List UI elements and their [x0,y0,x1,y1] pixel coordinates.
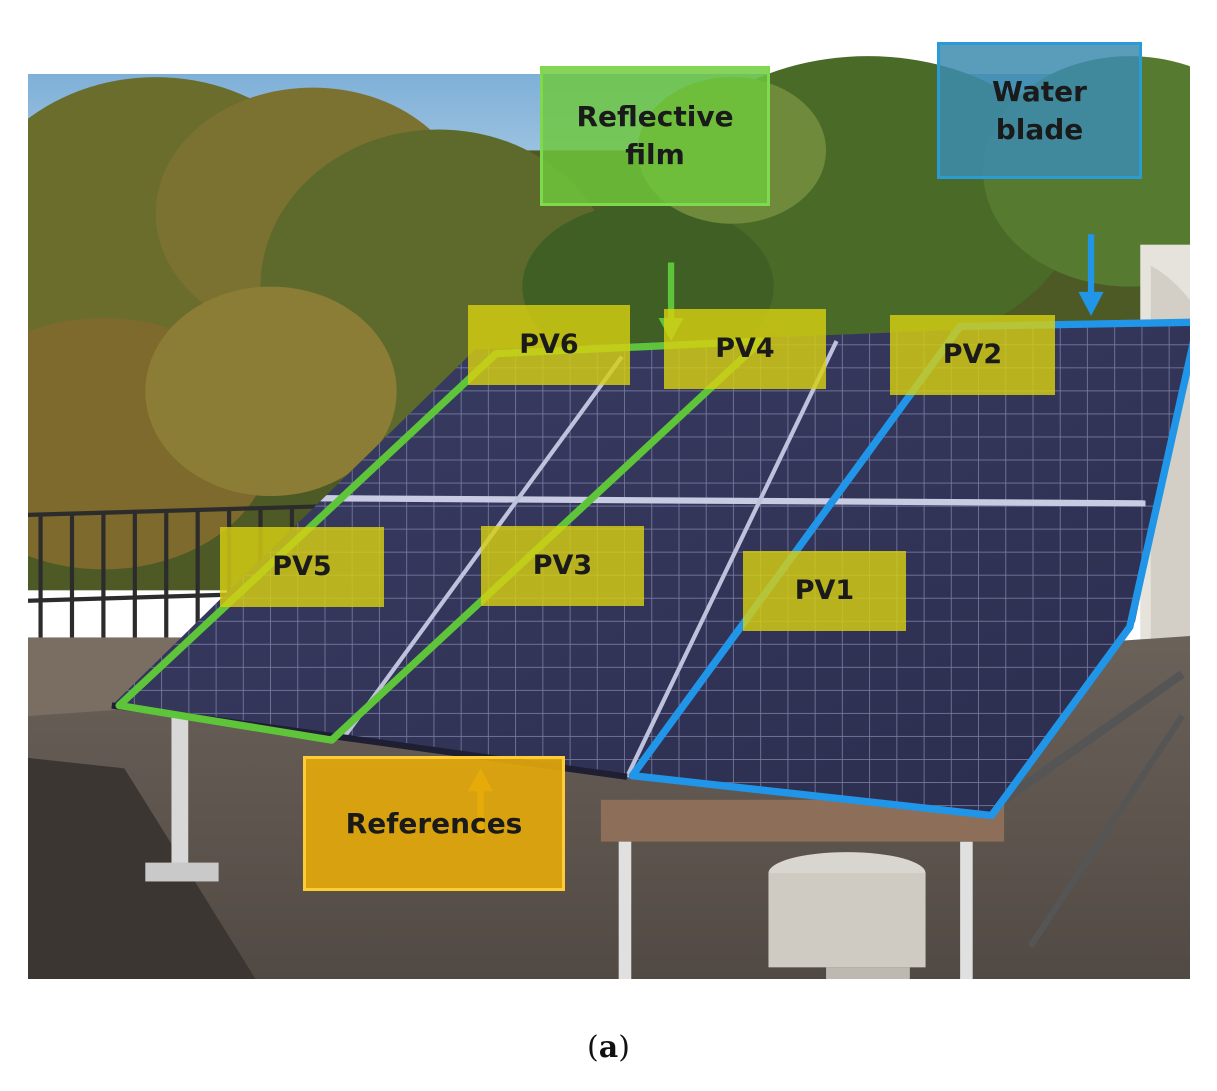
pv2-label: PV2 [890,315,1055,395]
references-text: References [345,806,523,840]
water-blade-arrow [1078,234,1104,316]
pv1-text: PV1 [794,574,855,606]
pv3-label: PV3 [481,526,644,606]
caption-close: ) [618,1030,630,1065]
pv3-text: PV3 [532,549,593,581]
pv1-label: PV1 [743,551,906,631]
water-blade-text: Water blade [992,74,1087,146]
caption-letter: a [598,1030,619,1065]
pv4-text: PV4 [715,332,775,364]
pv5-label: PV5 [220,527,384,607]
references-label: References [303,756,565,891]
water-blade-label: Water blade [937,42,1142,179]
figure-caption: (a) [0,1030,1217,1065]
pv2-text: PV2 [942,338,1003,370]
caption-open: ( [587,1030,599,1065]
pv4-label: PV4 [664,309,826,389]
reflective-film-label: Reflective film [540,66,770,206]
pv6-label: PV6 [468,305,630,385]
pv5-text: PV5 [272,550,332,582]
floor-grating [28,757,256,979]
pv6-text: PV6 [519,328,579,360]
reflective-film-text: Reflective film [576,100,734,171]
water-blade-outline [628,318,1190,820]
